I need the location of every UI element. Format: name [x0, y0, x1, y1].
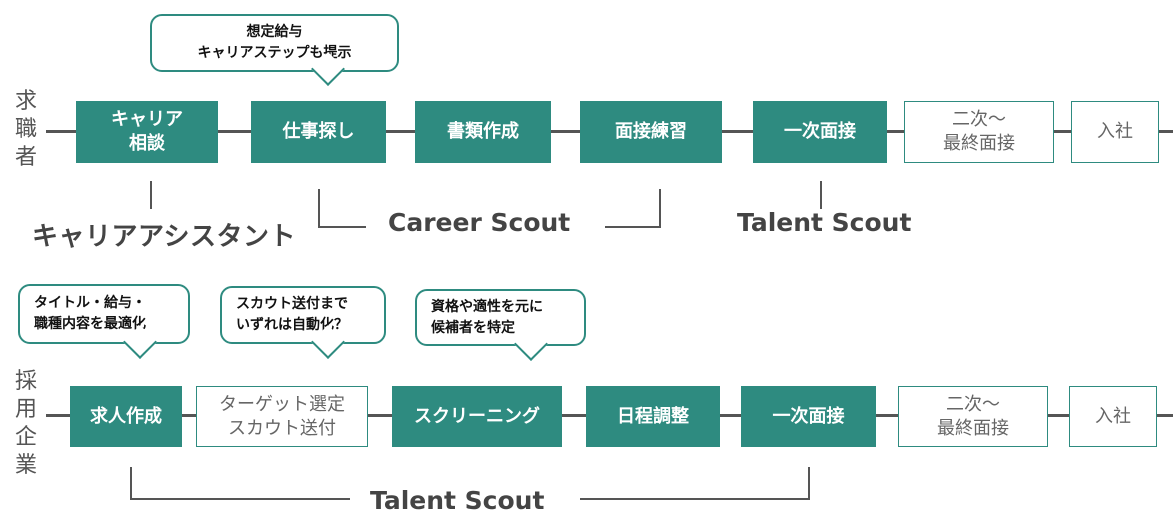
- career-assistant-connector: [150, 181, 152, 209]
- company-bubble-optimize: タイトル・給与・ 職種内容を最適化: [18, 284, 190, 359]
- step-label: 書類作成: [447, 121, 519, 142]
- talent-scout-seeker-connector: [820, 181, 822, 209]
- talent-scout-company-label: Talent Scout: [370, 486, 545, 515]
- step-label: 一次面接: [784, 121, 856, 142]
- talent-scout-company-bracket-left-h: [130, 498, 350, 500]
- company-step-join: 入社: [1069, 386, 1157, 447]
- company-bubble-automation: スカウト送付まで いずれは自動化？: [220, 286, 386, 359]
- company-label-char: 用: [14, 397, 37, 422]
- bubble-text: スカウト送付まで いずれは自動化？: [236, 296, 348, 333]
- step-label: 日程調整: [617, 405, 689, 427]
- career-scout-bracket-left-h: [318, 226, 366, 228]
- company-bubble-identify: 資格や適性を元に 候補者を特定: [415, 289, 586, 361]
- seeker-step-final-interview: 二次〜 最終面接: [904, 101, 1054, 163]
- company-label-char: 採: [14, 369, 37, 394]
- talent-scout-company-bracket-right-h: [580, 498, 810, 500]
- career-scout-bracket-right-h: [605, 226, 661, 228]
- talent-scout-company-bracket-right: [808, 467, 810, 500]
- step-label: ターゲット選定 スカウト送付: [219, 393, 345, 439]
- company-label-char: 業: [14, 453, 37, 478]
- career-scout-label: Career Scout: [388, 208, 571, 237]
- bubble-text: タイトル・給与・ 職種内容を最適化: [34, 295, 146, 332]
- seeker-step-job-search: 仕事探し: [251, 101, 386, 163]
- career-assistant-label: キャリアアシスタント: [32, 222, 296, 252]
- company-step-first-interview: 一次面接: [741, 386, 876, 447]
- company-label-char: 企: [14, 425, 37, 450]
- step-label: 二次〜 最終面接: [937, 393, 1009, 439]
- step-label: 入社: [1095, 405, 1131, 427]
- step-label: 仕事探し: [282, 121, 355, 142]
- seeker-step-first-interview: 一次面接: [753, 101, 887, 163]
- talent-scout-company-bracket-left: [130, 467, 132, 500]
- seeker-label-char: 者: [14, 145, 37, 170]
- bubble-text: 想定給与 キャリアステップも提示: [197, 24, 352, 61]
- company-step-screening: スクリーニング: [392, 386, 562, 447]
- seeker-step-document-prep: 書類作成: [415, 101, 551, 163]
- career-scout-bracket-left: [318, 189, 320, 228]
- talent-scout-seeker-label: Talent Scout: [737, 208, 912, 237]
- company-step-final-interview: 二次〜 最終面接: [898, 386, 1048, 447]
- step-label: キャリア 相談: [111, 109, 183, 154]
- seeker-bubble-salary: 想定給与 キャリアステップも提示: [150, 14, 399, 86]
- step-label: 求人作成: [90, 405, 162, 427]
- seeker-step-join: 入社: [1071, 101, 1159, 163]
- step-label: 面接練習: [615, 121, 687, 142]
- company-step-scheduling: 日程調整: [586, 386, 720, 447]
- step-label: 入社: [1097, 121, 1133, 142]
- seeker-label-char: 求: [14, 89, 37, 114]
- step-label: 二次〜 最終面接: [943, 109, 1015, 154]
- company-row-label: 採 用 企 業: [13, 368, 39, 480]
- company-step-target-scout: ターゲット選定 スカウト送付: [196, 386, 368, 447]
- bubble-text: 資格や適性を元に 候補者を特定: [431, 298, 543, 336]
- step-label: 一次面接: [772, 405, 845, 427]
- step-label: スクリーニング: [414, 405, 540, 427]
- career-scout-bracket-right: [659, 189, 661, 228]
- company-step-job-posting: 求人作成: [70, 386, 182, 447]
- seeker-step-career-consult: キャリア 相談: [76, 101, 218, 163]
- seeker-step-interview-practice: 面接練習: [580, 101, 722, 163]
- seeker-label-char: 職: [14, 117, 37, 142]
- seeker-row-label: 求 職 者: [13, 88, 39, 172]
